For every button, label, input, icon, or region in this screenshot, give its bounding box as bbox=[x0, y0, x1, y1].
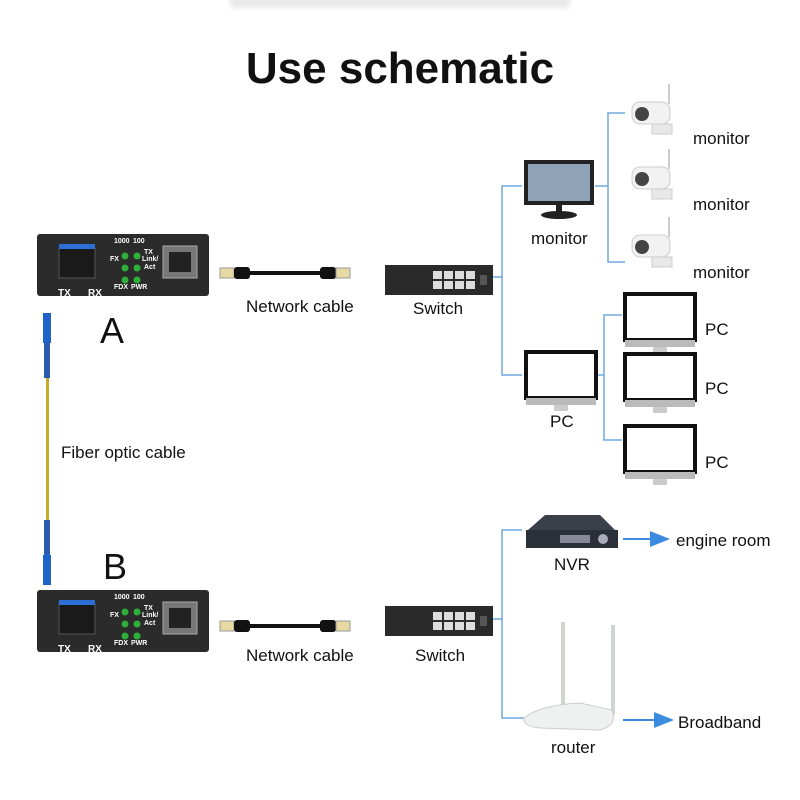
led-100-label: 100 bbox=[133, 238, 145, 245]
pc-3-label: PC bbox=[705, 453, 729, 472]
port-rx-label: RX bbox=[88, 644, 102, 655]
monitor-icon bbox=[524, 160, 594, 219]
nvr-label: NVR bbox=[554, 555, 590, 574]
led-link-label: Link/ bbox=[142, 612, 159, 619]
camera-1-icon bbox=[631, 83, 673, 135]
nvr-icon bbox=[526, 515, 618, 548]
camera-3-icon bbox=[631, 216, 673, 268]
switch-b-label: Switch bbox=[415, 646, 466, 665]
port-rx-label: RX bbox=[88, 288, 102, 299]
camera-2-label: monitor bbox=[693, 195, 750, 214]
led-act-label: Act bbox=[144, 620, 156, 627]
pc-2-label: PC bbox=[705, 379, 729, 398]
port-tx-label: TX bbox=[58, 644, 71, 655]
pc-1-icon bbox=[623, 292, 697, 355]
router-label: router bbox=[551, 738, 596, 757]
network-cable-a-icon bbox=[219, 266, 351, 280]
fiber-cable-label: Fiber optic cable bbox=[61, 443, 186, 462]
led-pwr-label: PWR bbox=[131, 640, 148, 647]
branch-b-lines bbox=[493, 529, 525, 719]
led-1000-label: 1000 bbox=[114, 238, 130, 245]
network-cable-a-label: Network cable bbox=[246, 297, 354, 316]
network-cable-b-label: Network cable bbox=[246, 646, 354, 665]
camera-1-label: monitor bbox=[693, 129, 750, 148]
pc-main-icon bbox=[524, 350, 598, 413]
port-tx-label: TX bbox=[58, 288, 71, 299]
led-fdx-label: FDX bbox=[114, 640, 128, 647]
pc-1-label: PC bbox=[705, 320, 729, 339]
switch-a-icon bbox=[385, 265, 493, 295]
pc-3-icon bbox=[623, 424, 697, 487]
led-1000-label: 1000 bbox=[114, 594, 130, 601]
side-a-letter: A bbox=[100, 310, 125, 351]
engine-room-label: engine room bbox=[676, 531, 771, 550]
led-fx-label: FX bbox=[110, 612, 119, 619]
pc-main-label: PC bbox=[550, 412, 574, 431]
branch-a-lines bbox=[493, 112, 625, 441]
camera-3-label: monitor bbox=[693, 263, 750, 282]
led-pwr-label: PWR bbox=[131, 284, 148, 291]
switch-a-label: Switch bbox=[413, 299, 464, 318]
led-act-label: Act bbox=[144, 264, 156, 271]
led-fx-label: FX bbox=[110, 256, 119, 263]
network-cable-b-icon bbox=[219, 619, 351, 633]
led-fdx-label: FDX bbox=[114, 284, 128, 291]
page-title: Use schematic bbox=[245, 44, 555, 93]
led-link-label: Link/ bbox=[142, 256, 159, 263]
faded-heading bbox=[230, 0, 570, 8]
switch-b-icon bbox=[385, 606, 493, 636]
pc-2-icon bbox=[623, 352, 697, 415]
broadband-label: Broadband bbox=[678, 713, 762, 732]
led-tx-label: TX bbox=[144, 605, 153, 612]
monitor-label: monitor bbox=[531, 229, 588, 248]
led-tx-label: TX bbox=[144, 249, 153, 256]
router-icon bbox=[523, 622, 615, 731]
led-100-label: 100 bbox=[133, 594, 145, 601]
camera-2-icon bbox=[631, 148, 673, 200]
side-b-letter: B bbox=[103, 546, 128, 587]
fiber-optic-cable-icon bbox=[43, 313, 51, 585]
